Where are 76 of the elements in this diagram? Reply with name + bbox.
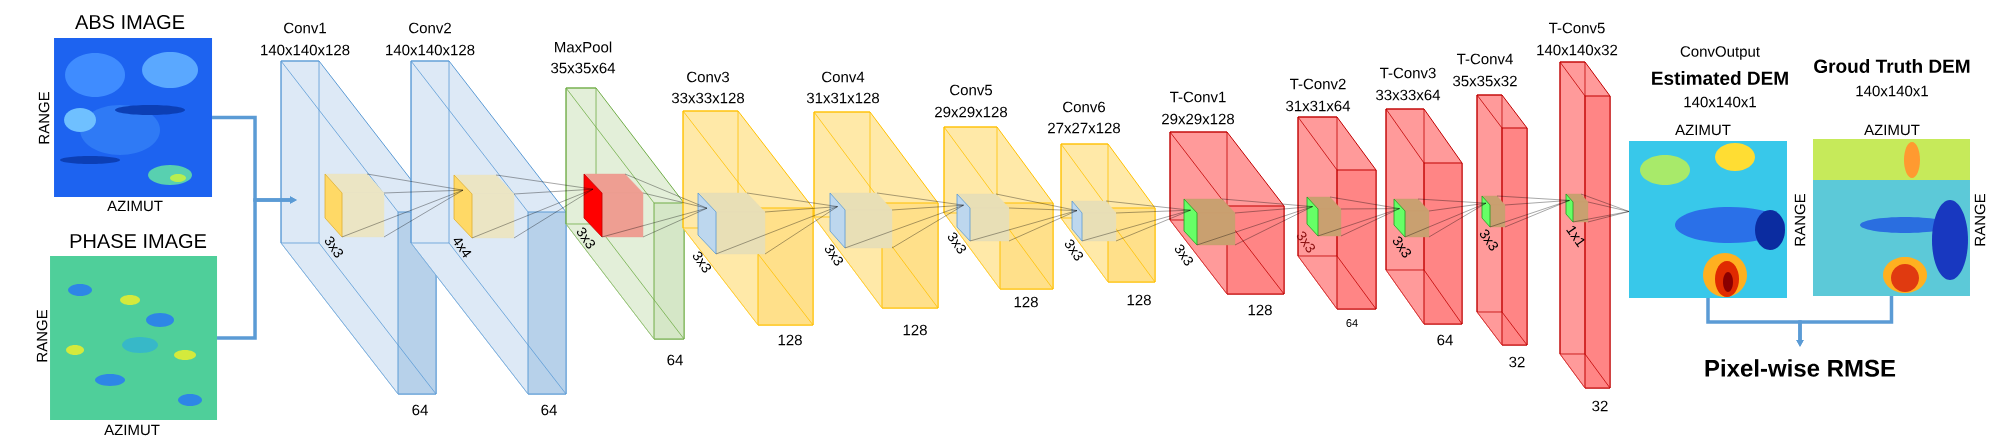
layer-size: 140x140x128 <box>261 44 350 56</box>
layer-size: 35x35x64 <box>551 62 616 74</box>
layer-size: 27x27x128 <box>1048 122 1121 134</box>
kernel-size-label: 3x3 <box>1296 231 1316 253</box>
layer-size: 33x33x128 <box>671 92 745 104</box>
axis-label: AZIMUT <box>1864 124 1920 136</box>
depth-label: 128 <box>1014 296 1038 308</box>
layer-size: 29x29x128 <box>935 106 1008 118</box>
axis-label: RANGE <box>1974 193 1986 246</box>
layer-size: 140x140x32 <box>1537 44 1618 56</box>
layer-name: Conv3 <box>687 71 730 83</box>
depth-label: 128 <box>903 324 927 336</box>
image-title: PHASE IMAGE <box>70 233 207 249</box>
depth-label: 64 <box>541 404 557 416</box>
image-title: Groud Truth DEM <box>1814 59 1970 73</box>
layer-size: 140x140x128 <box>386 44 475 56</box>
projection-lines <box>1572 193 1630 223</box>
depth-label: 32 <box>1592 400 1608 412</box>
axis-label: AZIMUT <box>104 424 160 436</box>
layer-name: T-Conv4 <box>1457 53 1513 65</box>
projection-lines <box>1081 200 1191 242</box>
kernel-size-label: 3x3 <box>324 236 344 258</box>
kernel-size-label: 3x3 <box>947 232 967 254</box>
projection-lines <box>1317 196 1400 237</box>
image-title: Estimated DEM <box>1652 71 1788 85</box>
depth-label: 64 <box>412 404 428 416</box>
kernel-size-label: 1x1 <box>1566 226 1585 248</box>
projection-lines <box>601 173 708 238</box>
layer-size: 31x31x128 <box>806 92 880 104</box>
depth-label: 64 <box>667 354 683 366</box>
layer-name: Conv1 <box>284 22 326 34</box>
kernel-size-label: 3x3 <box>1479 229 1499 251</box>
kernel-size-label: 3x3 <box>1064 239 1084 261</box>
layer-name: Conv4 <box>822 71 865 83</box>
axis-label: RANGE <box>38 91 50 144</box>
layer-size: 29x29x128 <box>1162 113 1235 125</box>
depth-label: 32 <box>1509 356 1525 368</box>
image-title: 140x140x1 <box>1856 85 1928 97</box>
kernel-size-label: 3x3 <box>824 244 844 266</box>
projection-lines <box>471 174 594 239</box>
depth-label: 64 <box>1437 334 1453 346</box>
layer-name: T-Conv3 <box>1380 67 1436 79</box>
layer-name: Conv5 <box>950 84 993 96</box>
depth-label: 128 <box>1248 304 1272 316</box>
depth-label: 64 <box>1346 319 1358 327</box>
projection-lines <box>1404 198 1487 238</box>
projection-lines <box>1489 195 1570 228</box>
projection-lines <box>715 192 838 255</box>
image-title: 140x140x1 <box>1684 96 1756 108</box>
layer-name: T-Conv2 <box>1290 78 1346 90</box>
depth-label: 128 <box>778 334 802 346</box>
projection-lines <box>844 192 964 249</box>
axis-label: RANGE <box>36 309 48 362</box>
layer-size: 31x31x64 <box>1286 100 1351 112</box>
layer-size: 35x35x32 <box>1453 75 1517 87</box>
depth-label: 128 <box>1127 294 1151 306</box>
layer-name: MaxPool <box>555 41 612 53</box>
kernel-size-label: 3x3 <box>692 251 712 273</box>
layer-name: Conv2 <box>409 22 451 34</box>
image-title: ConvOutput <box>1680 46 1760 60</box>
axis-label: AZIMUT <box>1675 124 1731 136</box>
kernel-size-label: 3x3 <box>1392 236 1412 258</box>
kernel-size-label: 4x4 <box>453 238 472 258</box>
kernel-size-label: 3x3 <box>1174 244 1194 266</box>
projection-lines <box>1196 198 1313 246</box>
layer-size: 33x33x64 <box>1376 89 1441 101</box>
kernel-size-label: 3x3 <box>576 227 596 249</box>
layer-name: Conv6 <box>1063 101 1105 113</box>
result-label: Pixel-wise RMSE <box>1705 359 1896 377</box>
image-title: ABS IMAGE <box>75 14 185 30</box>
axis-label: RANGE <box>1794 193 1806 246</box>
axis-label: AZIMUT <box>107 200 163 212</box>
projection-lines <box>969 193 1078 242</box>
layer-name: T-Conv1 <box>1170 91 1226 103</box>
projection-lines <box>341 173 464 238</box>
layer-name: T-Conv5 <box>1549 22 1605 34</box>
